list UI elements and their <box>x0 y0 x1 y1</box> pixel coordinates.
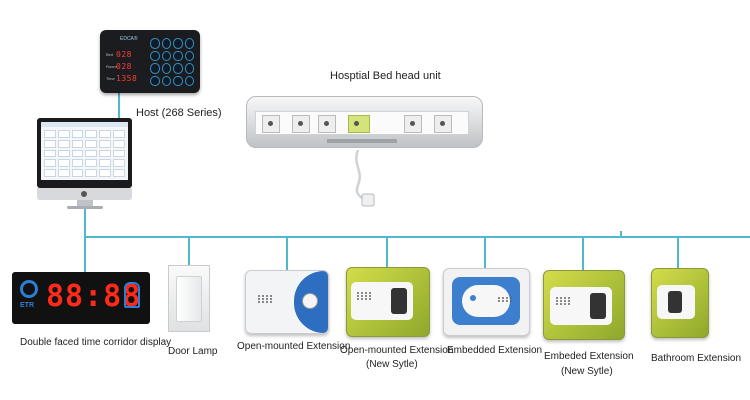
host-brand: EDCA® <box>120 36 138 42</box>
etr-logo-text: ETR <box>20 302 34 309</box>
socket-icon <box>434 115 452 133</box>
speaker-grille-icon <box>258 295 273 303</box>
host-keypad <box>150 38 194 86</box>
call-cord-icon <box>355 150 375 207</box>
monitor-to-bus-line <box>84 208 86 237</box>
corridor-display: ETR 88:88 <box>12 272 150 324</box>
host-row-tag: Time <box>106 76 115 81</box>
bathroom-extension-label: Bathroom Extension <box>651 353 742 364</box>
host-connector-line <box>118 93 120 118</box>
speaker-grille-icon <box>498 297 513 302</box>
open-mounted-extension-label: Open-mounted Extension <box>237 341 351 352</box>
lamp-lens <box>176 276 202 322</box>
embeded-extension-new-label: Embeded Extension <box>544 351 634 362</box>
monitor-screen <box>41 122 128 180</box>
brand-logo-icon <box>470 295 476 301</box>
call-button-icon <box>590 293 606 319</box>
door-lamp-label: Door Lamp <box>168 346 218 357</box>
speaker-grille-icon <box>357 292 372 300</box>
call-button-icon <box>668 291 682 313</box>
socket-icon <box>292 115 310 133</box>
embeded-extension-new <box>543 270 625 340</box>
drop-open-mounted-extension <box>286 236 288 270</box>
monitor-chin <box>37 188 132 200</box>
monitor-computer <box>37 118 132 209</box>
call-button-icon <box>302 293 318 309</box>
drop-open-mounted-new <box>386 236 388 267</box>
host-row-value: 1358 <box>116 74 138 83</box>
bed-unit-drop-line <box>620 231 622 237</box>
bed-head-unit <box>246 96 483 152</box>
host-device: EDCA® Bed 028 Room 028 Time 1358 <box>100 30 200 93</box>
bed-unit-label: Hosptial Bed head unit <box>330 70 441 82</box>
drop-door-lamp <box>188 236 190 265</box>
drop-bathroom-extension <box>677 236 679 268</box>
call-module-icon <box>348 115 370 133</box>
nurse-icon <box>124 282 140 308</box>
host-row-value: 028 <box>116 62 132 71</box>
host-row-value: 028 <box>116 50 132 59</box>
open-mounted-extension-new <box>346 267 430 337</box>
bathroom-extension <box>651 268 709 338</box>
speaker-grille-icon <box>556 297 571 305</box>
door-lamp <box>168 265 210 332</box>
switch-icon <box>262 115 280 133</box>
drop-embedded-extension <box>484 236 486 268</box>
main-bus-line <box>84 236 750 238</box>
host-row-tag: Room <box>106 64 117 69</box>
drop-embeded-new <box>582 236 584 270</box>
call-button-icon <box>391 288 407 314</box>
open-mounted-extension-new-label: Open-mounted Extension <box>340 345 454 356</box>
etr-logo-icon <box>20 280 38 298</box>
embeded-extension-new-sublabel: (New Sytle) <box>561 366 613 377</box>
host-row-tag: Bed <box>106 52 114 57</box>
socket-icon <box>404 115 422 133</box>
embedded-extension-label: Embedded Extension <box>447 345 543 356</box>
corridor-display-label: Double faced time corridor display <box>20 337 172 348</box>
host-label: Host (268 Series) <box>136 107 222 119</box>
socket-icon <box>318 115 336 133</box>
open-mounted-extension <box>245 270 329 334</box>
open-mounted-extension-new-sublabel: (New Sytle) <box>366 359 418 370</box>
embedded-extension <box>443 268 530 336</box>
drop-corridor-display <box>84 236 86 272</box>
apple-logo-icon <box>81 191 87 197</box>
